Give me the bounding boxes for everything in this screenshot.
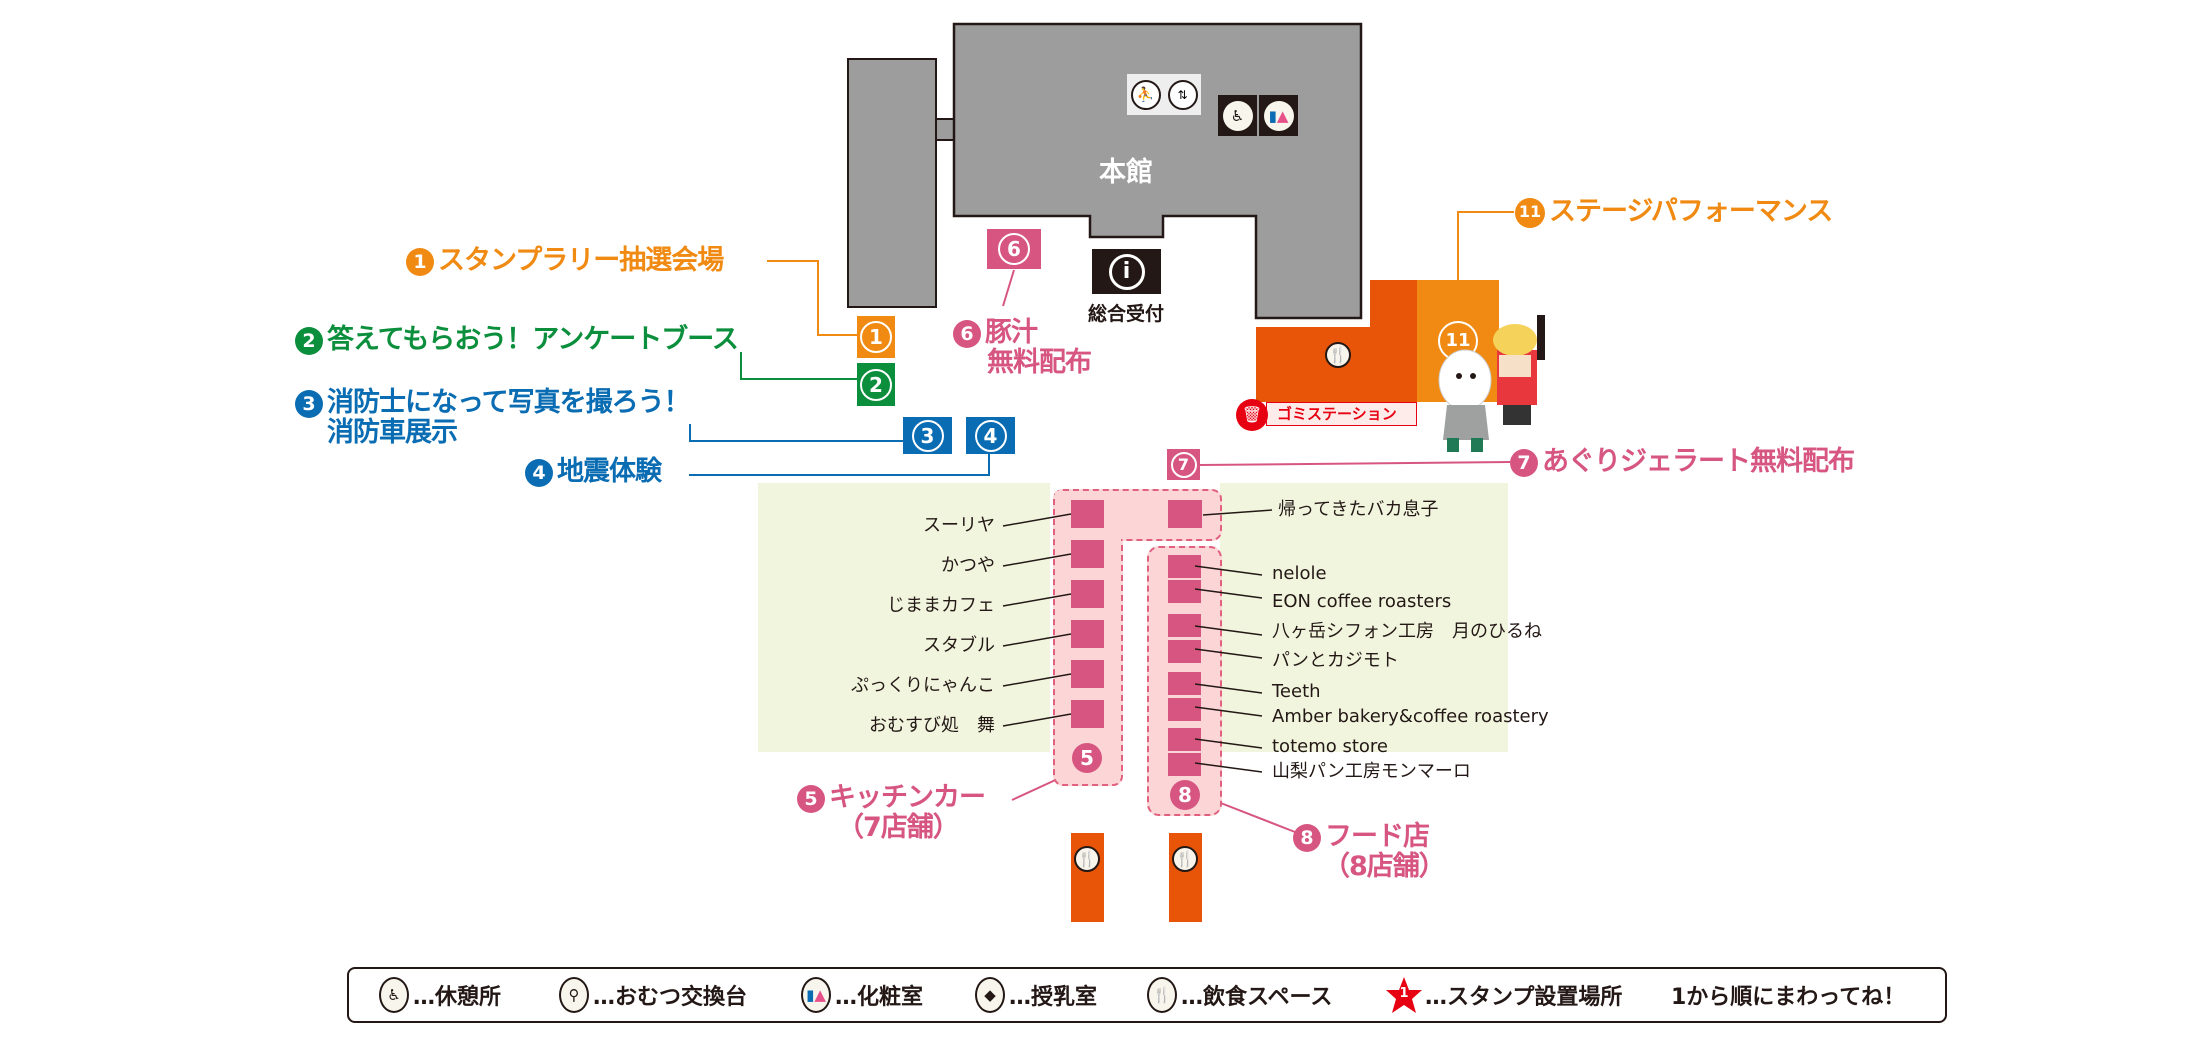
food-shop-name: 山梨パン工房モンマーロ <box>1272 761 1471 782</box>
kitchen-car-name: かつや <box>941 555 995 576</box>
legend-item-restroom: ▮▲…化粧室 <box>801 969 923 1021</box>
food-shop-booth[interactable] <box>1168 753 1201 776</box>
legend-note: 1から順にまわってね！ <box>1671 985 1906 1010</box>
restroom-marker: ▮▲ <box>1259 95 1298 136</box>
market-area-left <box>758 483 1050 752</box>
dining-area-upper <box>1370 280 1417 328</box>
mascot-samurai <box>1493 315 1545 425</box>
kitchen-car-name: おむすび処 舞 <box>869 715 995 736</box>
food-shop-name: Teeth <box>1272 681 1321 702</box>
dining-icon: 🍴 <box>1147 977 1177 1013</box>
legend: ♿…休憩所 ⚲…おむつ交換台 ▮▲…化粧室 ◆…授乳室 🍴…飲食スペース 1 …… <box>347 967 1947 1023</box>
dining-icon: 🍴 <box>1074 846 1100 872</box>
nursing-icon: ◆ <box>975 977 1005 1013</box>
stamp-box-2[interactable]: 2 <box>857 363 895 406</box>
food-shop-booth[interactable] <box>1168 672 1201 695</box>
stamp-star-icon: 1 <box>1385 976 1423 1014</box>
kitchen-car-booth[interactable] <box>1071 660 1104 688</box>
main-building-label: 本館 <box>1099 157 1153 188</box>
stairs-elevator-icons: ⛹ ⇅ <box>1127 74 1201 115</box>
diaper-icon: ⚲ <box>559 977 589 1013</box>
kitchen-car-name: じままカフェ <box>887 595 995 616</box>
leader-line-7 <box>1199 461 1511 466</box>
food-shop-booth[interactable] <box>1168 728 1201 751</box>
kitchen-car-name: スーリヤ <box>923 515 995 536</box>
food-shop-booth[interactable] <box>1168 580 1201 603</box>
kitchen-car-booth[interactable] <box>1071 500 1104 528</box>
stamp-box-3[interactable]: 3 <box>903 417 952 454</box>
food-shop-name-top: 帰ってきたバカ息子 <box>1278 499 1439 520</box>
kitchen-car-booth[interactable] <box>1071 540 1104 568</box>
info-icon: i <box>1108 253 1145 290</box>
leader-line-1 <box>767 260 857 336</box>
zone-8-badge: 8 <box>1170 780 1200 810</box>
food-shop-booth[interactable] <box>1168 614 1201 637</box>
food-shop-name: totemo store <box>1272 736 1388 757</box>
garbage-station: ゴミステーション <box>1266 402 1417 426</box>
info-desk: i <box>1092 249 1161 294</box>
food-shop-booth[interactable] <box>1168 555 1201 578</box>
stamp-box-4[interactable]: 4 <box>966 417 1015 454</box>
stairs-icon: ⛹ <box>1130 79 1161 110</box>
leader-line-11 <box>1457 211 1514 280</box>
trash-icon: 🗑 <box>1236 399 1268 431</box>
food-shop-name: Amber bakery&coffee roastery <box>1272 706 1549 727</box>
leader-line-4 <box>689 454 990 476</box>
info-desk-label: 総合受付 <box>1087 303 1164 325</box>
annex-building <box>847 58 937 308</box>
legend-item-nursing: ◆…授乳室 <box>975 969 1097 1021</box>
food-shop-booth[interactable] <box>1168 698 1201 721</box>
food-shop-name: パンとカジモト <box>1272 650 1399 671</box>
elevator-icon: ⇅ <box>1167 79 1198 110</box>
food-shop-name: 八ヶ岳シフォン工房 月のひるね <box>1272 621 1542 642</box>
leader-line-8 <box>1212 799 1296 833</box>
leader-line-2 <box>740 352 857 380</box>
food-shop-booth-top[interactable] <box>1168 500 1202 528</box>
rest-icon: ♿ <box>379 977 409 1013</box>
kitchen-car-name: ぷっくりにゃんこ <box>851 675 995 696</box>
restroom-icon: ▮▲ <box>1263 100 1294 131</box>
stamp-box-6[interactable]: 6 <box>987 229 1041 269</box>
kitchen-car-booth[interactable] <box>1071 700 1104 728</box>
legend-item-rest: ♿…休憩所 <box>379 969 501 1021</box>
mascot-onigiri <box>1438 349 1492 452</box>
dining-icon: 🍴 <box>1172 846 1198 872</box>
food-shop-name: EON coffee roasters <box>1272 591 1452 612</box>
market-area-right <box>1220 483 1508 752</box>
food-shop-name: nelole <box>1272 563 1327 584</box>
food-shop-booth[interactable] <box>1168 640 1201 663</box>
kitchen-car-name: スタブル <box>923 635 995 656</box>
stamp-box-7[interactable]: 7 <box>1167 449 1200 480</box>
kitchen-car-booth[interactable] <box>1071 580 1104 608</box>
diaper-station-marker: ♿ <box>1218 95 1257 136</box>
stamp-box-1[interactable]: 1 <box>857 316 895 358</box>
leader-line-3 <box>689 424 903 442</box>
restroom-icon: ▮▲ <box>801 977 831 1013</box>
legend-item-stamp: 1 …スタンプ設置場所 <box>1385 969 1622 1021</box>
zone-5-badge: 5 <box>1072 743 1102 773</box>
legend-item-diaper: ⚲…おむつ交換台 <box>559 969 747 1021</box>
leader-line-6 <box>1002 269 1015 307</box>
diaper-icon: ♿ <box>1222 100 1253 131</box>
kitchen-car-booth[interactable] <box>1071 620 1104 648</box>
dining-icon: 🍴 <box>1325 342 1351 368</box>
legend-item-dining: 🍴…飲食スペース <box>1147 969 1332 1021</box>
mascot-characters <box>1438 315 1545 452</box>
